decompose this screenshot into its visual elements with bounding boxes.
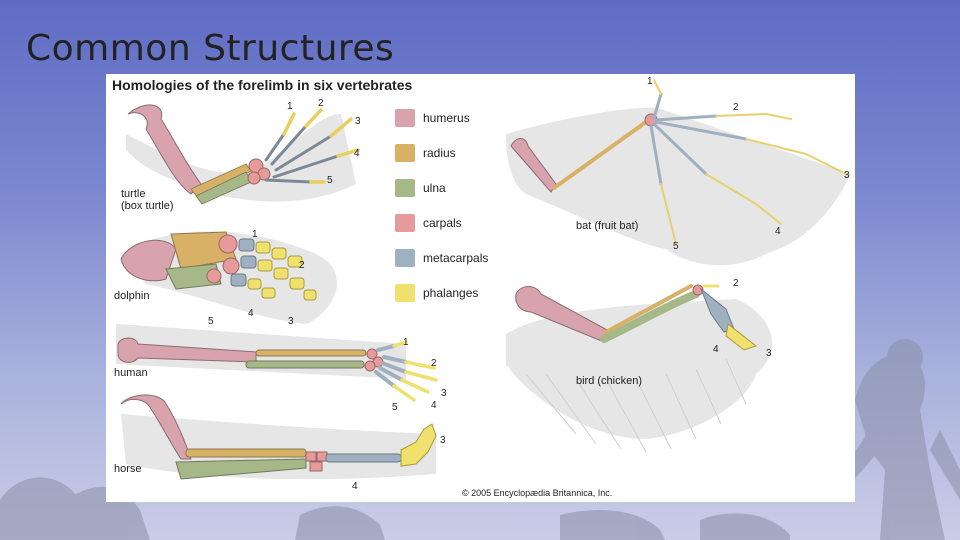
horse-digit-3: 3	[440, 435, 446, 446]
turtle-digit-1: 1	[287, 101, 293, 112]
slide-title: Common Structures	[26, 28, 395, 69]
human-digit-1: 1	[403, 337, 409, 348]
turtle-digit-4: 4	[354, 148, 360, 159]
dolphin-digit-3: 3	[288, 316, 294, 327]
horse-limb	[120, 394, 437, 480]
bird-digit-2: 2	[733, 278, 739, 289]
legend-label-carpals: carpals	[423, 216, 462, 230]
legend-label-metacarpals: metacarpals	[423, 251, 489, 265]
legend-swatch-metacarpals	[395, 249, 415, 267]
legend-label-humerus: humerus	[423, 111, 470, 125]
forelimb-homology-diagram: Homologies of the forelimb in six verteb…	[106, 74, 855, 502]
turtle-digit-2: 2	[318, 98, 324, 109]
legend-swatch-humerus	[395, 109, 415, 127]
turtle-label: turtle (box turtle)	[121, 188, 174, 212]
bat-digit-5: 5	[673, 241, 679, 252]
human-digit-2: 2	[431, 358, 437, 369]
turtle-digit-3: 3	[355, 116, 361, 127]
legend-label-radius: radius	[423, 146, 456, 160]
bird-digit-3: 3	[766, 348, 772, 359]
bird-wing-shape	[506, 299, 773, 439]
dolphin-limb	[120, 231, 317, 301]
human-label: human	[114, 367, 148, 379]
bird-limb	[515, 284, 758, 351]
horse-digit-4: 4	[352, 481, 358, 492]
bird-label: bird (chicken)	[576, 375, 643, 387]
turtle-digit-5: 5	[327, 175, 333, 186]
diagram-title: Homologies of the forelimb in six verteb…	[112, 77, 413, 93]
human-digit-3: 3	[441, 388, 447, 399]
legend-swatch-phalanges	[395, 284, 415, 302]
turtle-limb	[127, 104, 360, 205]
bat-limb	[510, 79, 847, 245]
legend-swatch-radius	[395, 144, 415, 162]
bird-digit-4: 4	[713, 344, 719, 355]
bat-digit-1: 1	[647, 76, 653, 87]
bat-digit-3: 3	[844, 170, 850, 181]
human-limb	[117, 337, 438, 402]
bat-wing-shape	[506, 107, 851, 266]
horse-label: horse	[114, 463, 142, 475]
dolphin-digit-4: 4	[248, 308, 254, 319]
dolphin-digit-2: 2	[299, 260, 305, 271]
legend-label-phalanges: phalanges	[423, 286, 479, 300]
bat-digit-2: 2	[733, 102, 739, 113]
bat-digit-4: 4	[775, 226, 781, 237]
dolphin-digit-5: 5	[208, 316, 214, 327]
dolphin-label: dolphin	[114, 290, 150, 302]
legend-label-ulna: ulna	[423, 181, 446, 195]
human-digit-5: 5	[392, 402, 398, 413]
legend-swatch-ulna	[395, 179, 415, 197]
dolphin-digit-1: 1	[252, 229, 258, 240]
limb-illustrations	[116, 79, 851, 480]
legend-swatch-carpals	[395, 214, 415, 232]
bat-label: bat (fruit bat)	[576, 220, 639, 232]
copyright-notice: © 2005 Encyclopædia Britannica, Inc.	[462, 488, 613, 498]
human-digit-4: 4	[431, 400, 437, 411]
